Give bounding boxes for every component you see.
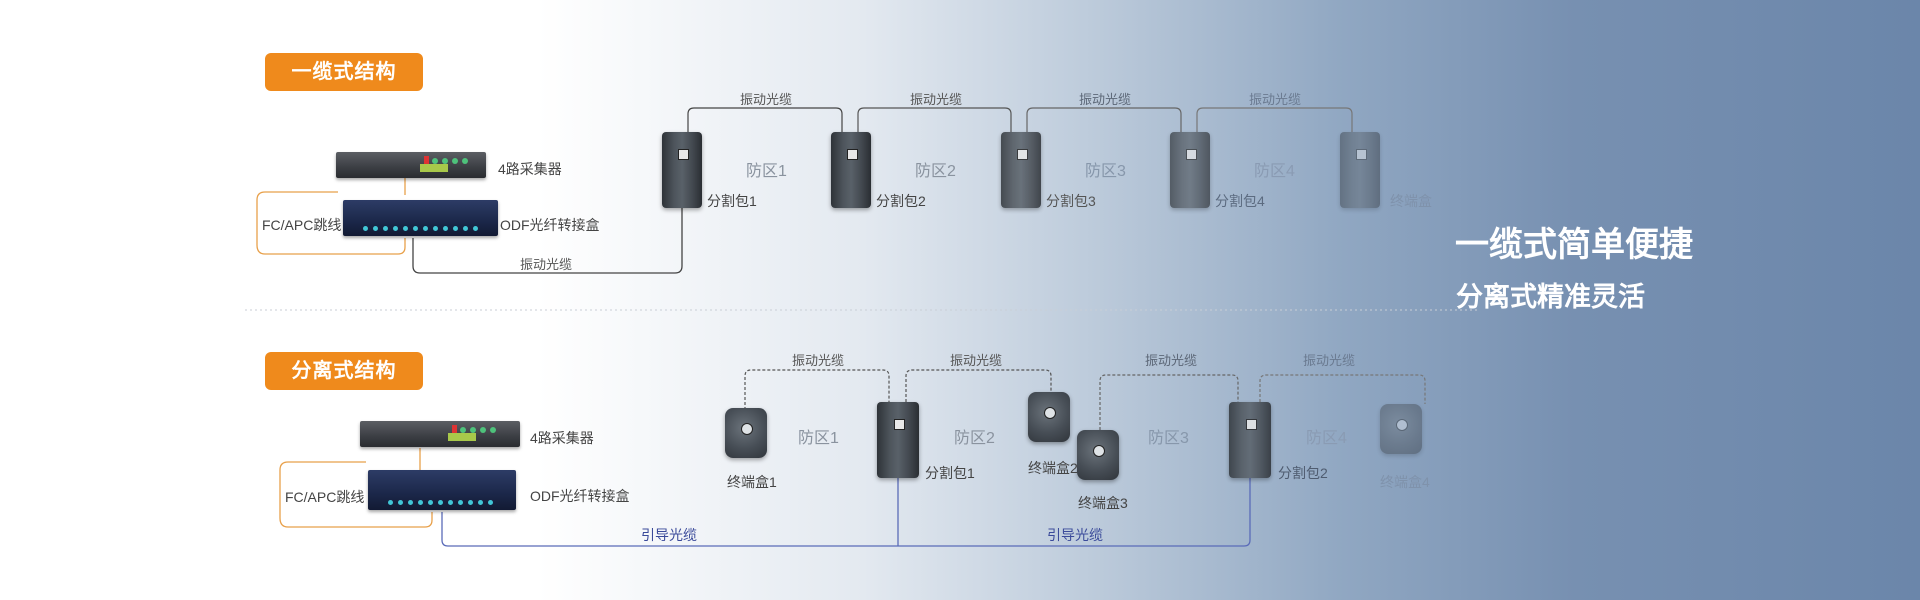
bottom-jumper-line	[279, 461, 433, 528]
top-odf-device	[343, 200, 498, 236]
bottom-terminal-label-4: 终端盒4	[1380, 474, 1430, 490]
bottom-zone-2: 防区2	[954, 430, 995, 447]
bottom-terminal-label-2: 终端盒2	[1028, 460, 1078, 476]
bottom-zone-3: 防区3	[1148, 430, 1189, 447]
bottom-terminal-box-4	[1380, 404, 1422, 454]
top-cable-label-2: 振动光缆	[910, 92, 963, 107]
bottom-zone-1: 防区1	[798, 430, 839, 447]
bottom-lead-label-1: 引导光缆	[641, 527, 697, 543]
bottom-cable-3	[1099, 374, 1239, 430]
bottom-cable-label-2: 振动光缆	[950, 353, 1003, 368]
bottom-cable-2	[905, 369, 1052, 402]
top-cable-2	[857, 107, 1012, 132]
bottom-cable-label-1: 振动光缆	[792, 353, 845, 368]
headline-line-1: 一缆式简单便捷	[1455, 226, 1693, 264]
top-odf-label: ODF光纤转接盒	[500, 217, 600, 233]
bottom-cable-label-4: 振动光缆	[1303, 353, 1356, 368]
top-cable-label-1: 振动光缆	[740, 92, 793, 107]
bottom-odf-label: ODF光纤转接盒	[530, 488, 630, 504]
top-cable-4	[1196, 107, 1353, 132]
bottom-terminal-box-3	[1077, 430, 1119, 480]
bottom-cable-label-3: 振动光缆	[1145, 353, 1198, 368]
top-jumper-label: FC/APC跳线	[262, 217, 342, 233]
top-package-label-4: 分割包4	[1215, 193, 1265, 209]
top-zone-4: 防区4	[1254, 163, 1295, 180]
top-splitter-package-1	[662, 132, 702, 208]
bottom-odf-device	[368, 470, 516, 510]
bottom-jumper-label: FC/APC跳线	[285, 489, 365, 505]
top-zone-2: 防区2	[915, 163, 956, 180]
top-zone-3: 防区3	[1085, 163, 1126, 180]
top-cable-1	[687, 107, 843, 132]
top-lead-cable-label: 振动光缆	[520, 257, 573, 272]
top-splitter-package-2	[831, 132, 871, 208]
top-lead-cable	[412, 208, 683, 274]
bottom-terminal-label-1: 终端盒1	[727, 474, 777, 490]
bottom-lead-cable	[441, 478, 1251, 547]
bottom-section-badge: 分离式结构	[265, 352, 423, 390]
bottom-collector-device	[360, 421, 520, 447]
top-cable-label-4: 振动光缆	[1249, 92, 1302, 107]
top-terminal-box	[1340, 132, 1380, 208]
bottom-zone-4: 防区4	[1306, 430, 1347, 447]
bottom-terminal-box-2	[1028, 392, 1070, 442]
top-section-badge: 一缆式结构	[265, 53, 423, 91]
bottom-cable-4	[1259, 374, 1426, 404]
headline-line-2: 分离式精准灵活	[1456, 282, 1645, 312]
top-jumper-line	[256, 191, 406, 255]
top-collector-label: 4路采集器	[498, 161, 562, 177]
top-cable-label-3: 振动光缆	[1079, 92, 1132, 107]
top-splitter-package-3	[1001, 132, 1041, 208]
bottom-terminal-box-1	[725, 408, 767, 458]
top-zone-1: 防区1	[746, 163, 787, 180]
bottom-terminal-label-3: 终端盒3	[1078, 495, 1128, 511]
bottom-splitter-package-2	[1229, 402, 1271, 478]
bottom-lead-label-2: 引导光缆	[1047, 527, 1103, 543]
bottom-cable-1	[744, 369, 890, 410]
top-collector-device	[336, 152, 486, 178]
top-package-label-2: 分割包2	[876, 193, 926, 209]
bottom-package-label-1: 分割包1	[925, 465, 975, 481]
bottom-collector-label: 4路采集器	[530, 430, 594, 446]
top-splitter-package-4	[1170, 132, 1210, 208]
top-package-label-3: 分割包3	[1046, 193, 1096, 209]
top-cable-3	[1026, 107, 1182, 132]
top-terminal-label: 终端盒	[1390, 193, 1432, 209]
bottom-splitter-package-1	[877, 402, 919, 478]
top-package-label-1: 分割包1	[707, 193, 757, 209]
bottom-package-label-2: 分割包2	[1278, 465, 1328, 481]
